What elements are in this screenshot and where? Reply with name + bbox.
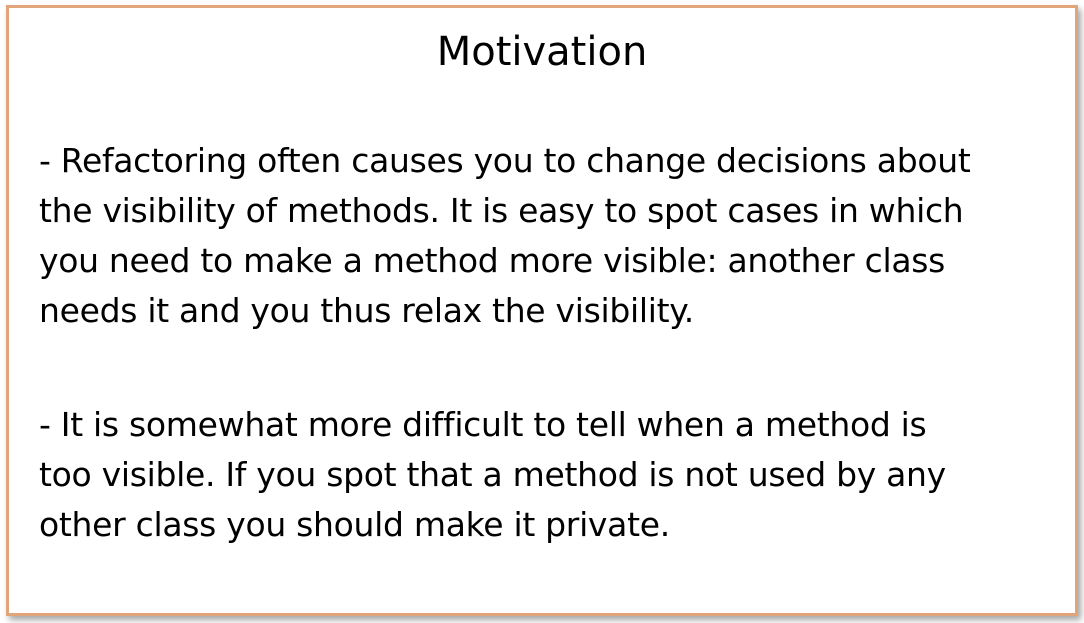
paragraph-line: other class you should make it private.	[39, 505, 670, 544]
paragraph-line: needs it and you thus relax the visibili…	[39, 291, 694, 330]
paragraph-too-visible: - It is somewhat more difficult to tell …	[39, 400, 1059, 550]
paragraph-line: - It is somewhat more difficult to tell …	[39, 405, 927, 444]
slide-title: Motivation	[436, 29, 648, 75]
paragraph-refactoring-visibility: - Refactoring often causes you to change…	[39, 136, 1059, 336]
paragraph-line: you need to make a method more visible: …	[39, 241, 946, 280]
paragraph-line: the visibility of methods. It is easy to…	[39, 191, 964, 230]
slide: Motivation - Refactoring often causes yo…	[6, 5, 1078, 616]
paragraph-line: - Refactoring often causes you to change…	[39, 141, 971, 180]
paragraph-line: too visible. If you spot that a method i…	[39, 455, 946, 494]
